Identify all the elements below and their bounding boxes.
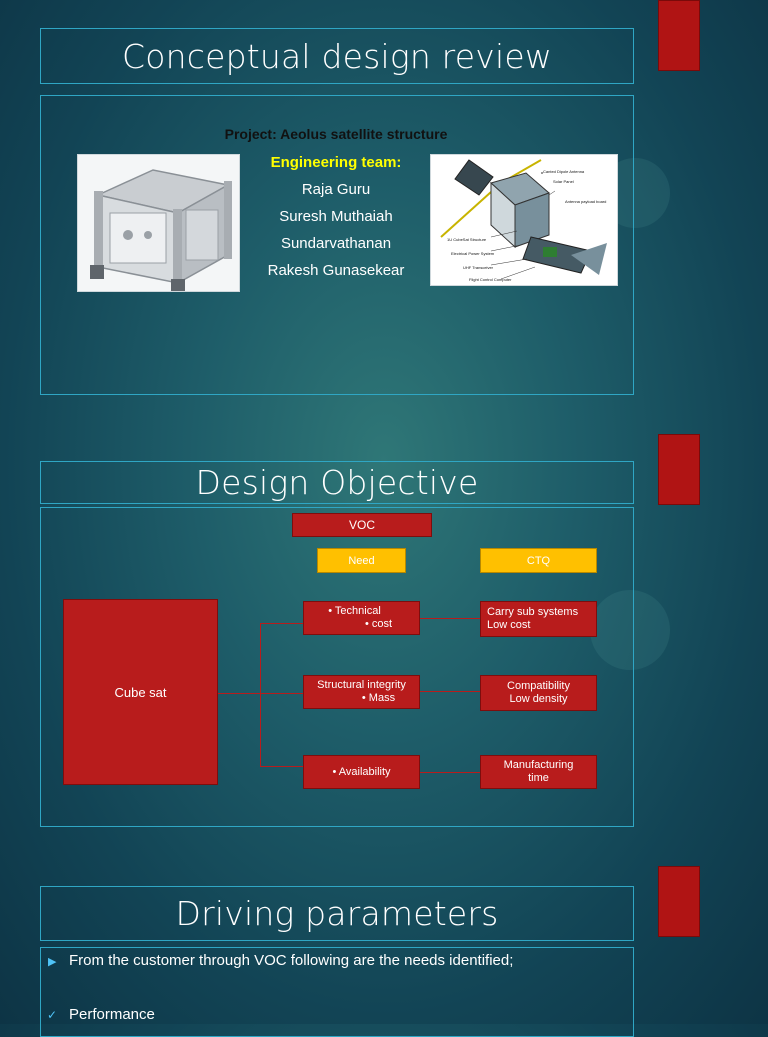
ctq-item: Manufacturing time — [480, 755, 597, 789]
checkmark-icon: ✓ — [47, 1008, 58, 1022]
ctq-item-line: Carry sub systems — [487, 606, 579, 618]
diagram-label: Canted Dipole Antenna — [543, 169, 585, 174]
diagram-label: Flight Control Computer — [469, 277, 512, 282]
need-item-line: • Availability — [332, 765, 391, 778]
cubesat-frame-drawing — [78, 155, 239, 291]
ctq-item-line: Manufacturing — [503, 759, 574, 771]
diagram-label: Electrical Power System — [451, 251, 495, 256]
slide1-title: Conceptual design review — [40, 28, 634, 84]
team-heading: Engineering team: — [270, 154, 402, 171]
need-item: • Technical • cost — [303, 601, 420, 635]
ctq-header: CTQ — [480, 548, 597, 573]
diagram-label: Solar Panel — [553, 179, 574, 184]
connector — [218, 693, 260, 694]
need-header: Need — [317, 548, 406, 573]
need-item: • Availability — [303, 755, 420, 789]
slide2-content — [40, 507, 634, 827]
slide-marker — [658, 0, 700, 71]
connector — [420, 772, 481, 773]
decorative-circle — [590, 590, 670, 670]
diagram-label: UHF Transceiver — [463, 265, 494, 270]
need-item-line: • Technical — [328, 605, 381, 617]
need-item-line: Structural integrity — [317, 679, 406, 691]
slide1-content — [40, 95, 634, 395]
bullet-arrow-icon: ▶ — [48, 956, 57, 968]
connector — [260, 766, 304, 767]
need-item-line: • Mass — [361, 692, 396, 704]
ctq-item-line: Low density — [509, 693, 568, 705]
bullet-text: Performance — [69, 1006, 155, 1023]
ctq-item: Compatibility Low density — [480, 675, 597, 711]
ctq-item-line: Compatibility — [507, 680, 570, 692]
slide2-title: Design Objective — [40, 461, 634, 504]
cubesat-diagram-drawing — [431, 155, 617, 285]
team-member: Suresh Muthaiah — [279, 208, 393, 225]
slide-marker — [658, 434, 700, 505]
slide-marker — [658, 866, 700, 937]
connector — [260, 623, 304, 624]
diagram-label: Antenna payload board — [565, 199, 607, 204]
connector — [260, 693, 304, 694]
diagram-label: 1U CubeSat Structure — [447, 237, 487, 242]
need-item: Structural integrity • Mass — [303, 675, 420, 709]
team-member: Sundarvathanan — [280, 235, 392, 252]
ctq-item: Carry sub systems Low cost — [480, 601, 597, 637]
cubesat-diagram-image: Canted Dipole Antenna Solar Panel Antenn… — [430, 154, 618, 286]
project-title: Project: Aeolus satellite structure — [224, 126, 448, 142]
cubesat-frame-image — [77, 154, 240, 292]
team-member: Rakesh Gunasekear — [267, 262, 405, 279]
need-item-line: • cost — [364, 618, 393, 630]
bullet-text: From the customer through VOC following … — [69, 952, 514, 969]
connector — [420, 618, 481, 619]
ctq-item-line: Low cost — [487, 619, 531, 631]
slide3-title: Driving parameters — [40, 886, 634, 941]
ctq-item-line: time — [528, 772, 549, 784]
connector — [420, 691, 481, 692]
voc-box: VOC — [292, 513, 432, 537]
team-member: Raja Guru — [301, 181, 371, 198]
connector — [260, 623, 261, 766]
cube-sat-box: Cube sat — [63, 599, 218, 785]
